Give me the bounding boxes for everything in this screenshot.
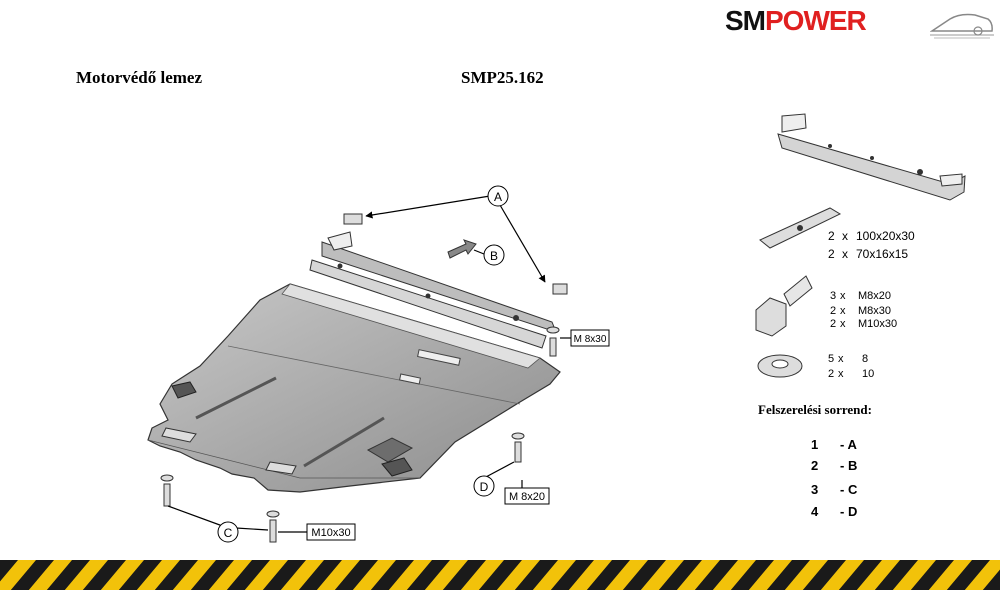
svg-text:x: x (840, 305, 846, 317)
clip-part (343, 213, 363, 225)
callout-b: B (490, 249, 498, 263)
callout-d: D (480, 480, 489, 494)
assembly-heading: Felszerelési sorrend: (758, 402, 872, 417)
bolt-label-m8x30: M 8x30 (574, 334, 607, 345)
callout-a: A (494, 190, 502, 204)
washer-icon (757, 354, 803, 378)
bracket-qty-1: 2 (828, 229, 835, 243)
bracket-qty-2: 2 (828, 247, 835, 261)
step-letter-2: - B (840, 458, 857, 473)
bracket-size-2: 70x16x15 (856, 247, 908, 261)
step-number-1: 1 (811, 437, 818, 452)
clip-part (552, 283, 568, 295)
svg-text:2: 2 (828, 368, 834, 380)
bracket-detail-drawing (777, 113, 966, 201)
car-silhouette-icon (930, 13, 994, 39)
svg-text:x: x (840, 318, 846, 330)
document-title: Motorvédő lemez (76, 68, 203, 87)
bolt-icon (755, 275, 813, 337)
svg-text:x: x (842, 247, 848, 261)
bolt-label-m8x20: M 8x20 (509, 491, 545, 503)
bolt-qty-3: 2 (830, 318, 836, 330)
svg-text:x: x (838, 368, 844, 380)
svg-text:2: 2 (830, 305, 836, 317)
bolts (160, 326, 560, 543)
bracket-x-2: x (842, 247, 848, 261)
skid-plate (147, 283, 561, 493)
svg-text:70x16x15: 70x16x15 (856, 247, 908, 261)
svg-text:M8x20: M8x20 (858, 290, 891, 302)
svg-text:x: x (842, 229, 848, 243)
svg-text:x: x (840, 290, 846, 302)
bolt-x-3: x (840, 318, 846, 330)
step-number-3: 3 (811, 482, 818, 497)
step-letter-1: - A (840, 437, 857, 452)
svg-text:8: 8 (862, 353, 868, 365)
bolt-label-m10x30: M10x30 (311, 527, 350, 539)
bolt-size-2: M8x30 (858, 305, 891, 317)
part-code: SMP25.162 (461, 68, 544, 87)
bracket-x-1: x (842, 229, 848, 243)
washer-x-1: x (838, 353, 844, 365)
svg-text:2: 2 (830, 318, 836, 330)
washer-size-1: 8 (862, 353, 868, 365)
washer-x-2: x (838, 368, 844, 380)
svg-text:100x20x30: 100x20x30 (856, 229, 915, 243)
step-number-2: 2 (811, 458, 818, 473)
bolt-qty-1: 3 (830, 290, 836, 302)
plate-bracket-icon (759, 207, 842, 249)
svg-text:M10x30: M10x30 (858, 318, 897, 330)
callout-c: C (224, 526, 233, 540)
brand-logo-part1: SM (725, 5, 766, 36)
bolt-x-1: x (840, 290, 846, 302)
svg-text:2: 2 (828, 229, 835, 243)
svg-text:10: 10 (862, 368, 874, 380)
hazard-stripe-footer (0, 560, 1000, 590)
brand-logo-part2: POWER (765, 5, 867, 36)
washer-qty-2: 2 (828, 368, 834, 380)
brand-logo: SMPOWER (725, 5, 995, 45)
bracket-size-1: 100x20x30 (856, 229, 915, 243)
svg-text:x: x (838, 353, 844, 365)
washer-size-2: 10 (862, 368, 874, 380)
bolt-qty-2: 2 (830, 305, 836, 317)
step-letter-3: - C (840, 482, 858, 497)
bolt-x-2: x (840, 305, 846, 317)
step-number-4: 4 (811, 504, 819, 519)
step-letter-4: - D (840, 504, 857, 519)
direction-arrow-icon (447, 239, 477, 259)
bolt-size-3: M10x30 (858, 318, 897, 330)
bolt-size-1: M8x20 (858, 290, 891, 302)
svg-text:2: 2 (828, 247, 835, 261)
svg-text:3: 3 (830, 290, 836, 302)
svg-text:M8x30: M8x30 (858, 305, 891, 317)
washer-qty-1: 5 (828, 353, 834, 365)
svg-text:5: 5 (828, 353, 834, 365)
